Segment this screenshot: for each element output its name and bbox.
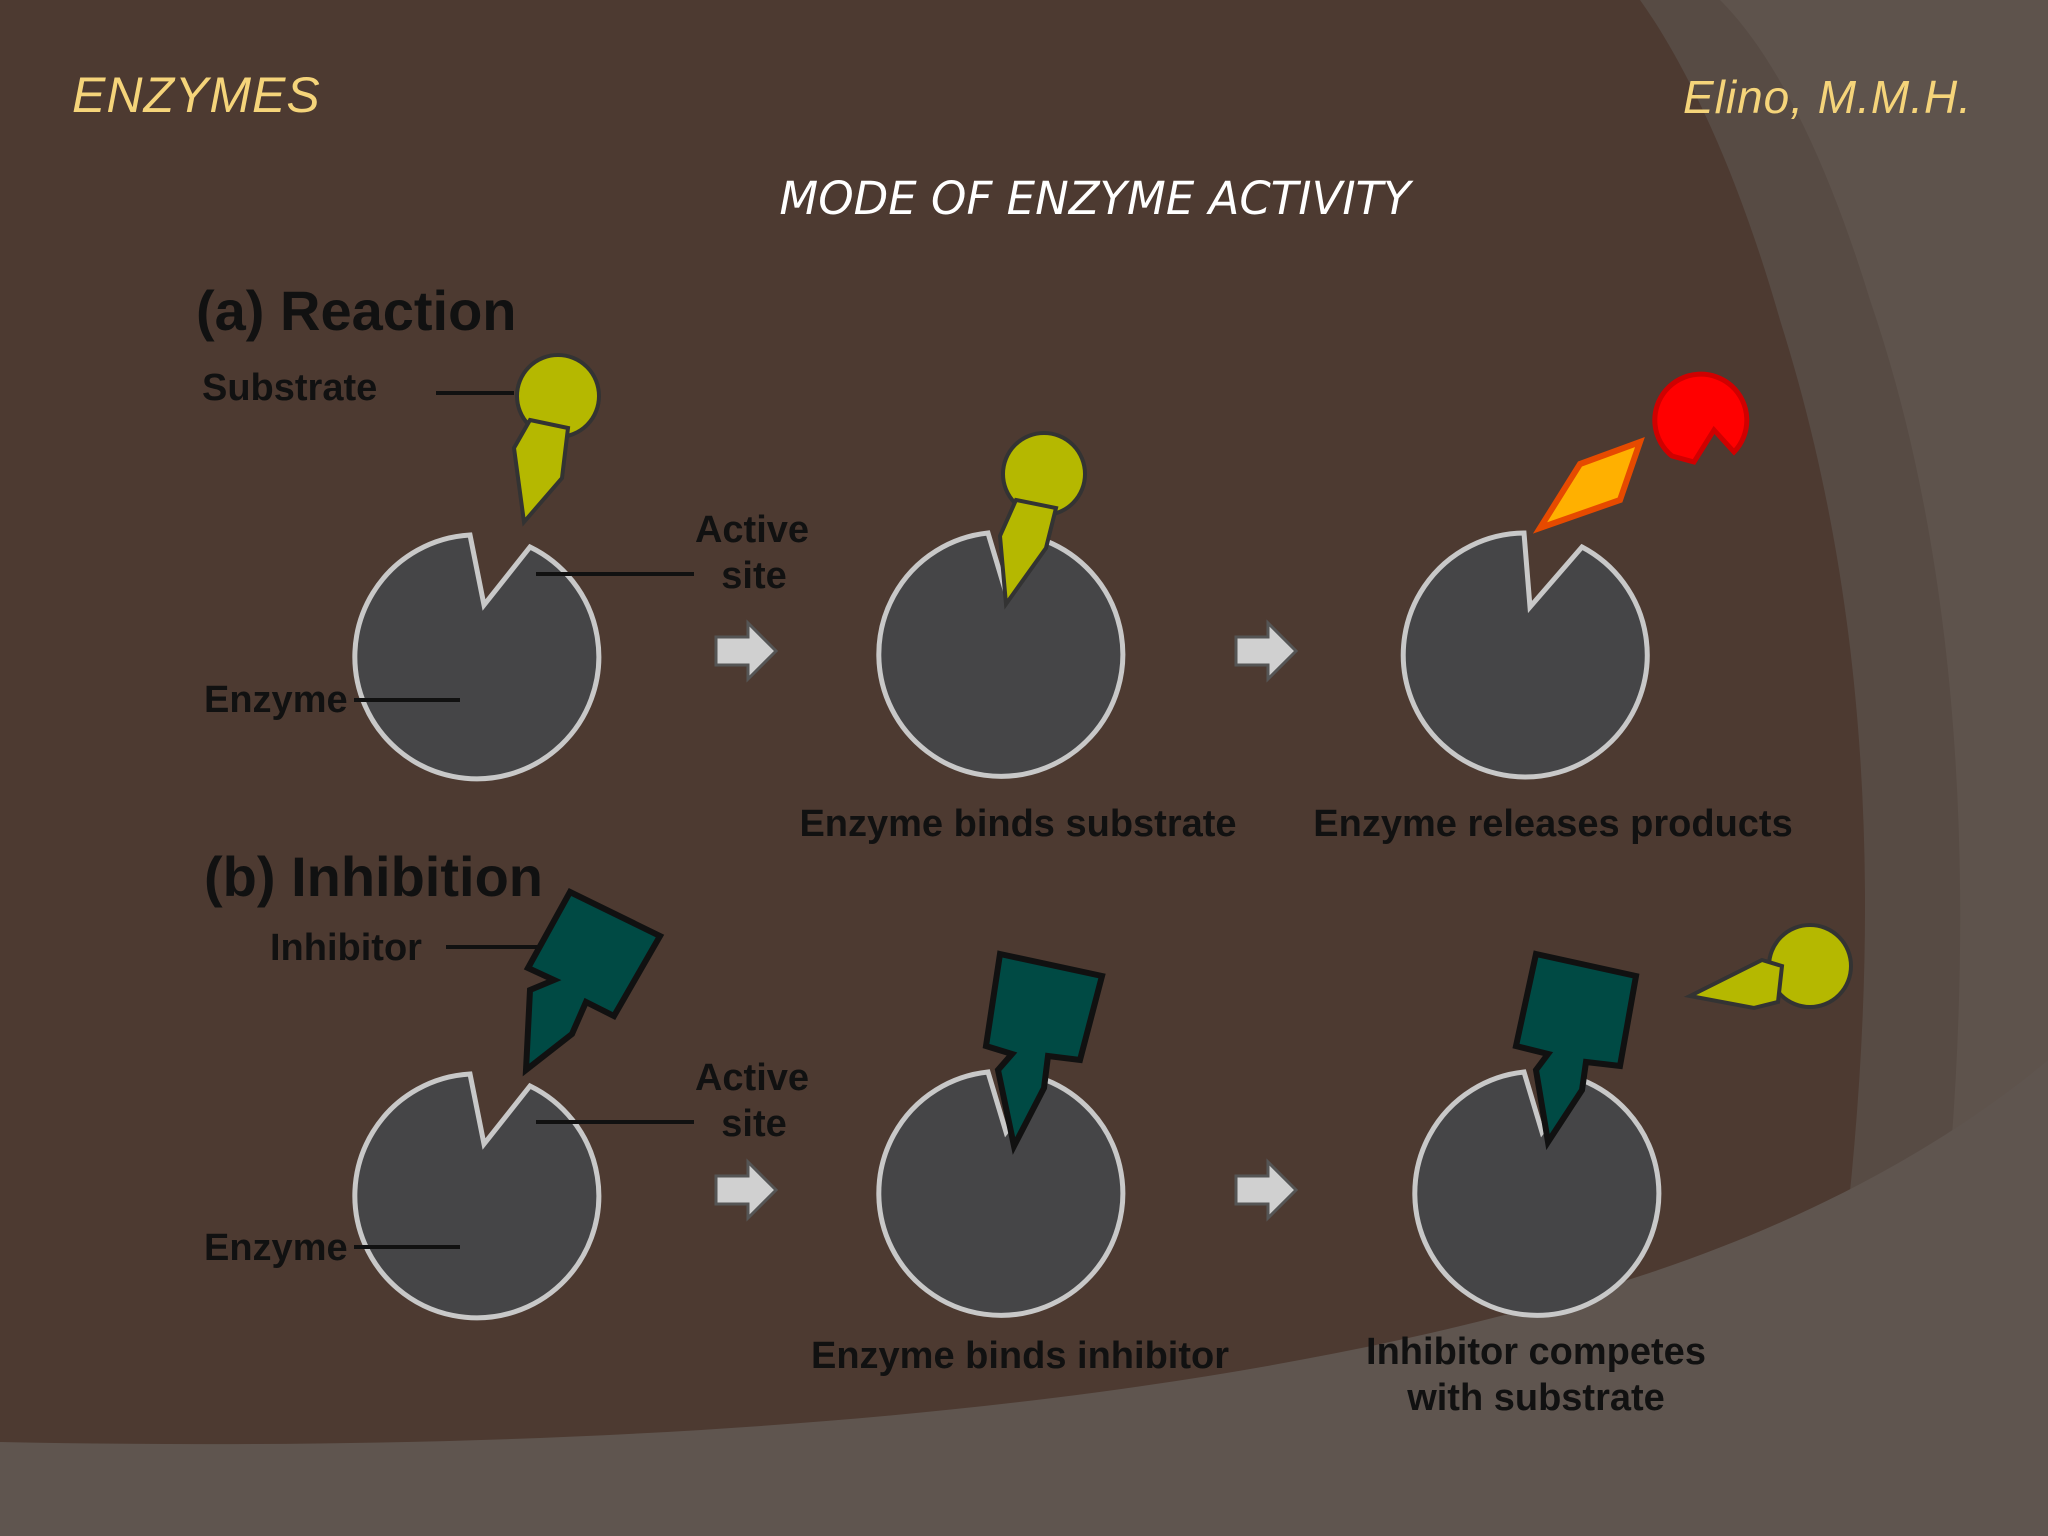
enzyme-inhibition-2	[876, 1069, 1126, 1318]
inhibitor-free	[522, 888, 665, 1077]
inhibitor-label: Inhibitor	[270, 927, 422, 969]
caption-releases-products: Enzyme releases products	[1313, 803, 1792, 845]
enzyme-reaction-2	[876, 530, 1126, 779]
reaction-heading: (a) Reaction	[196, 279, 517, 342]
substrate-free	[511, 353, 601, 527]
product-orange	[1532, 437, 1645, 534]
substrate-label: Substrate	[202, 367, 377, 409]
enzyme-label-a: Enzyme	[204, 679, 348, 721]
substrate-bound	[997, 431, 1087, 610]
slide-subtitle: MODE OF ENZYME ACTIVITY	[779, 172, 1411, 225]
caption-binds-substrate: Enzyme binds substrate	[799, 803, 1236, 845]
product-red	[1652, 371, 1750, 465]
author-name: Elino, M.M.H.	[1682, 71, 1972, 123]
enzyme-label-b: Enzyme	[204, 1227, 348, 1269]
active-site-label-a2: site	[721, 555, 786, 597]
inhibition-heading: (b) Inhibition	[204, 845, 543, 908]
inhibitor-bound-competing	[1512, 950, 1640, 1151]
active-site-label-a1: Active	[695, 509, 809, 551]
caption-competes-1: Inhibitor competes	[1366, 1331, 1706, 1373]
background-curve-bottom	[0, 1060, 2048, 1536]
active-site-label-b1: Active	[695, 1057, 809, 1099]
enzyme-inhibition-1	[352, 1071, 602, 1321]
inhibitor-bound	[982, 950, 1106, 1155]
arrow-b2	[1234, 1158, 1299, 1222]
arrow-a2	[1234, 619, 1299, 683]
caption-binds-inhibitor: Enzyme binds inhibitor	[811, 1335, 1229, 1377]
enzyme-reaction-1	[352, 532, 602, 782]
arrow-b1	[714, 1158, 779, 1222]
substrate-competing	[1683, 923, 1853, 1011]
caption-competes-2: with substrate	[1406, 1377, 1665, 1419]
enzyme-inhibition-3	[1412, 1069, 1662, 1318]
slide-title: ENZYMES	[72, 67, 321, 123]
enzyme-reaction-3	[1400, 530, 1650, 780]
active-site-label-b2: site	[721, 1103, 786, 1145]
arrow-a1	[714, 619, 779, 683]
